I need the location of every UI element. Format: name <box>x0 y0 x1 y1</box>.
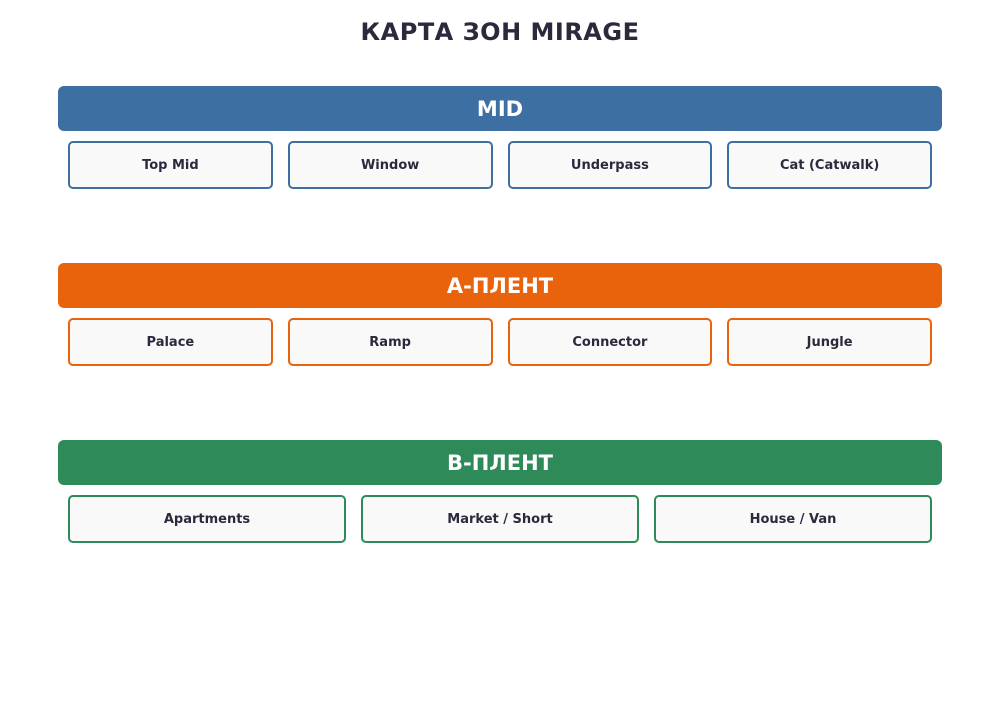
zone-header-mid: MID <box>58 86 942 131</box>
zone-areas-mid: Top Mid Window Underpass Cat (Catwalk) <box>58 141 942 193</box>
area-card-connector: Connector <box>507 318 713 366</box>
area-card-underpass: Underpass <box>507 141 713 189</box>
zone-group-mid: MID Top Mid Window Underpass Cat (Catwal… <box>58 86 942 193</box>
zone-areas-a-site: Palace Ramp Connector Jungle <box>58 318 942 370</box>
zone-areas-b-site: Apartments Market / Short House / Van <box>58 495 942 547</box>
page-title: КАРТА ЗОН MIRAGE <box>360 18 640 46</box>
area-card-market-short: Market / Short <box>361 495 639 543</box>
area-card-house-van: House / Van <box>654 495 932 543</box>
area-card-catwalk: Cat (Catwalk) <box>727 141 932 189</box>
area-card-palace: Palace <box>68 318 273 366</box>
zone-group-b-site: B-ПЛЕНТ Apartments Market / Short House … <box>58 440 942 547</box>
zone-header-b-site: B-ПЛЕНТ <box>58 440 942 485</box>
area-card-apartments: Apartments <box>68 495 346 543</box>
area-card-window: Window <box>287 141 493 189</box>
zone-header-a-site: A-ПЛЕНТ <box>58 263 942 308</box>
area-card-jungle: Jungle <box>727 318 932 366</box>
zone-group-a-site: A-ПЛЕНТ Palace Ramp Connector Jungle <box>58 263 942 370</box>
area-card-top-mid: Top Mid <box>68 141 273 189</box>
area-card-ramp: Ramp <box>287 318 493 366</box>
